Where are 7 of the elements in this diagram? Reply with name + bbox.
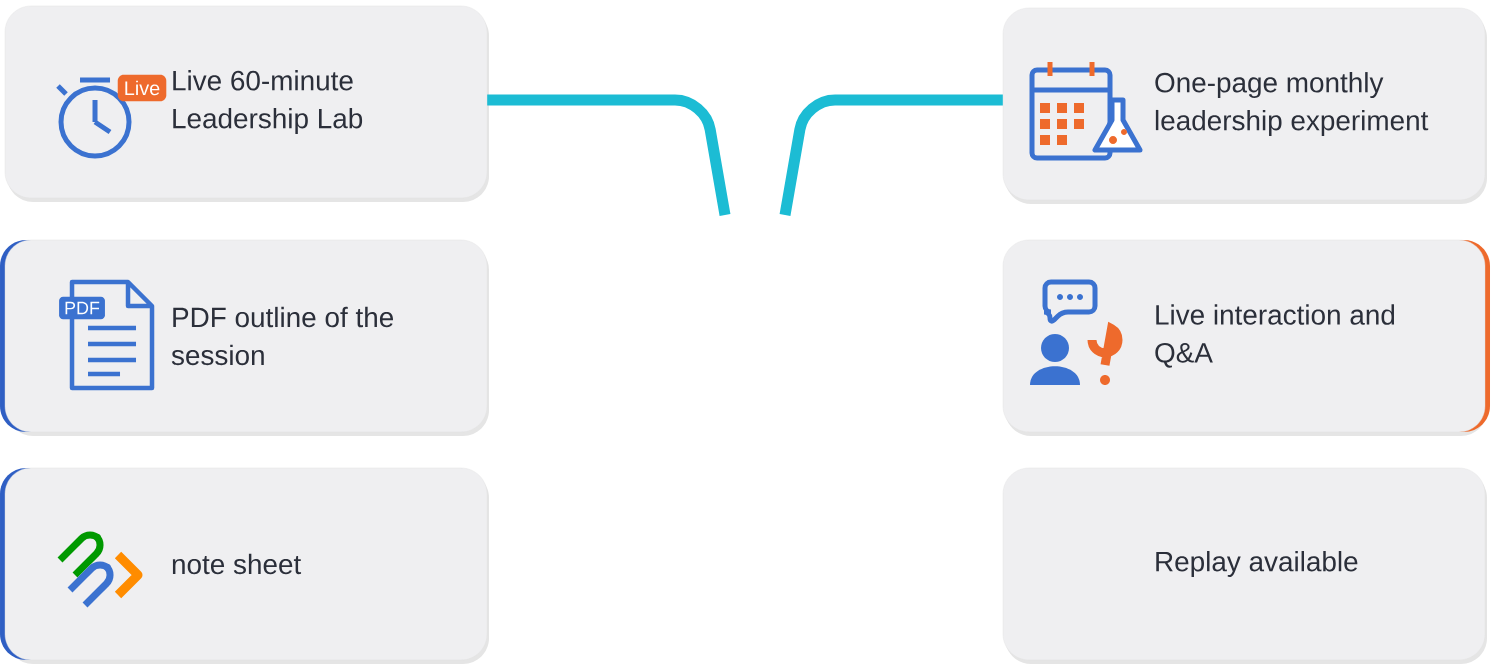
card: One-page monthly leadership experiment (1002, 7, 1487, 204)
badge: PDF (59, 296, 105, 320)
card: Live interaction and Q&A (1002, 239, 1490, 436)
connector-line (779, 94, 1003, 216)
connector-line (487, 94, 731, 216)
card: Replay available (1002, 467, 1487, 664)
card: note sheet (0, 467, 489, 664)
